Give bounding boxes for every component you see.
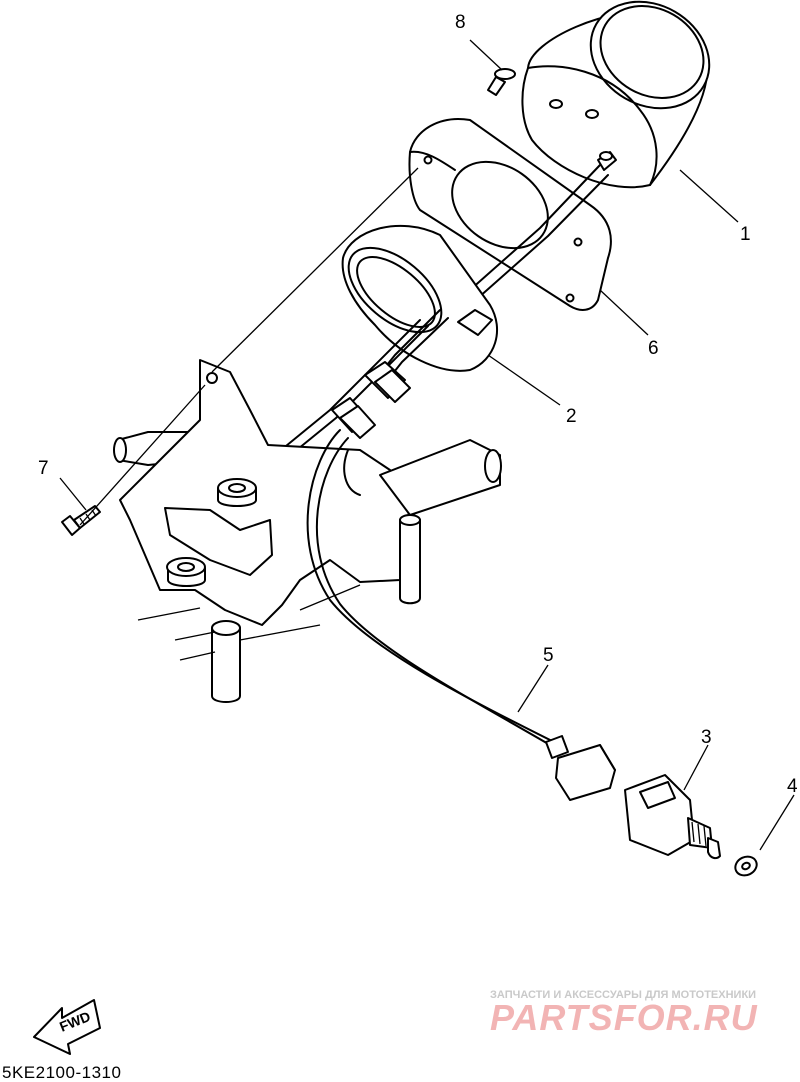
callout-1: 1 [740, 224, 751, 245]
part-4-washer[interactable] [732, 853, 760, 879]
watermark-brand: PARTSFOR.RU [490, 997, 758, 1038]
meter-cable-upper-2 [477, 174, 609, 299]
watermark-tagline: ЗАПЧАСТИ И АКСЕССУАРЫ ДЛЯ МОТОТЕХНИКИ [490, 989, 756, 1001]
part-6-bracket-plate[interactable] [408, 118, 612, 311]
callout-7: 7 [38, 458, 49, 479]
frame-stay [113, 359, 502, 703]
callout-2: 2 [566, 406, 577, 427]
part-1-meter[interactable] [521, 0, 728, 189]
part-5-sensor-lead-2 [315, 437, 563, 753]
meter-connector-pair [331, 361, 411, 439]
callout-3: 3 [701, 727, 712, 748]
sensor-lead-branch [343, 449, 361, 496]
part-5-connector [545, 735, 616, 801]
fwd-arrow: FWD [33, 999, 101, 1055]
callout-leaders [59, 39, 795, 851]
alignment-line [211, 167, 419, 373]
meter-cable-lower [274, 319, 421, 456]
alignment-line-2 [79, 384, 206, 526]
drawing-code: 5KE2100-1310 [2, 1063, 121, 1082]
meter-cable-upper [469, 164, 601, 291]
part-7-bolt[interactable] [61, 505, 101, 536]
callout-5: 5 [543, 645, 554, 666]
part-3-speed-sensor[interactable] [624, 774, 721, 860]
part-2-damper-ring[interactable] [334, 224, 499, 372]
callout-6: 6 [648, 338, 659, 359]
callout-8: 8 [455, 12, 466, 33]
callout-4: 4 [787, 776, 798, 797]
part-8-screw[interactable] [487, 68, 516, 96]
